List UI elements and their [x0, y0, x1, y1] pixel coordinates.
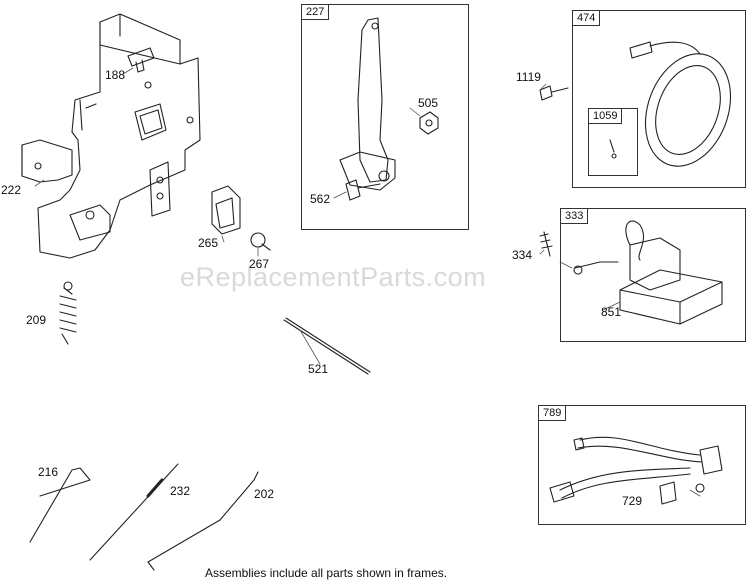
part-label-222[interactable]: 222 [1, 183, 22, 197]
part-label-562[interactable]: 562 [310, 192, 331, 206]
frame-789 [538, 405, 746, 525]
part-label-729[interactable]: 729 [622, 494, 643, 508]
screw-part-188 [127, 47, 155, 73]
coil-part-851 [573, 220, 723, 325]
pin-part-521 [283, 317, 371, 375]
frame-333 [560, 208, 746, 342]
part-label-216[interactable]: 216 [38, 465, 59, 479]
clip-part-265 [211, 185, 241, 235]
watermark: eReplacementParts.com [180, 262, 487, 292]
part-label-505[interactable]: 505 [418, 96, 439, 110]
part-label-188[interactable]: 188 [105, 68, 126, 82]
stator-part-474 [629, 41, 732, 167]
frame-label-474[interactable]: 474 [572, 10, 601, 26]
nut-part-505 [419, 111, 439, 135]
part-label-334[interactable]: 334 [512, 248, 533, 262]
link-part-216 [29, 467, 91, 543]
frame-label-1059[interactable]: 1059 [588, 108, 623, 124]
frame-227 [301, 4, 469, 230]
cable-part-232 [89, 463, 179, 561]
screw-part-562 [345, 179, 381, 201]
control-bracket-part-222 [21, 13, 201, 259]
part-label-265[interactable]: 265 [198, 236, 219, 250]
assembly-footnote: Assemblies include all parts shown in fr… [205, 566, 448, 580]
part-label-1119[interactable]: 1119 [516, 70, 541, 84]
link-part-202 [147, 471, 259, 571]
part-label-521[interactable]: 521 [308, 362, 329, 376]
part-label-209[interactable]: 209 [26, 313, 47, 327]
spring-part-209 [59, 281, 77, 345]
frame-label-227[interactable]: 227 [301, 4, 330, 20]
frame-label-789[interactable]: 789 [538, 405, 567, 421]
part-label-851[interactable]: 851 [601, 305, 622, 319]
frame-label-333[interactable]: 333 [560, 208, 589, 224]
part-label-202[interactable]: 202 [254, 487, 275, 501]
bolt-part-1119 [539, 85, 569, 101]
screw-part-267 [250, 232, 271, 251]
part-label-267[interactable]: 267 [249, 257, 270, 271]
frame-474 [572, 10, 746, 188]
screw-part-334 [539, 231, 553, 257]
screw-part-1059 [609, 139, 617, 159]
part-label-232[interactable]: 232 [170, 484, 191, 498]
harness-part-789 [549, 436, 723, 505]
governor-lever-part-227 [339, 17, 396, 191]
